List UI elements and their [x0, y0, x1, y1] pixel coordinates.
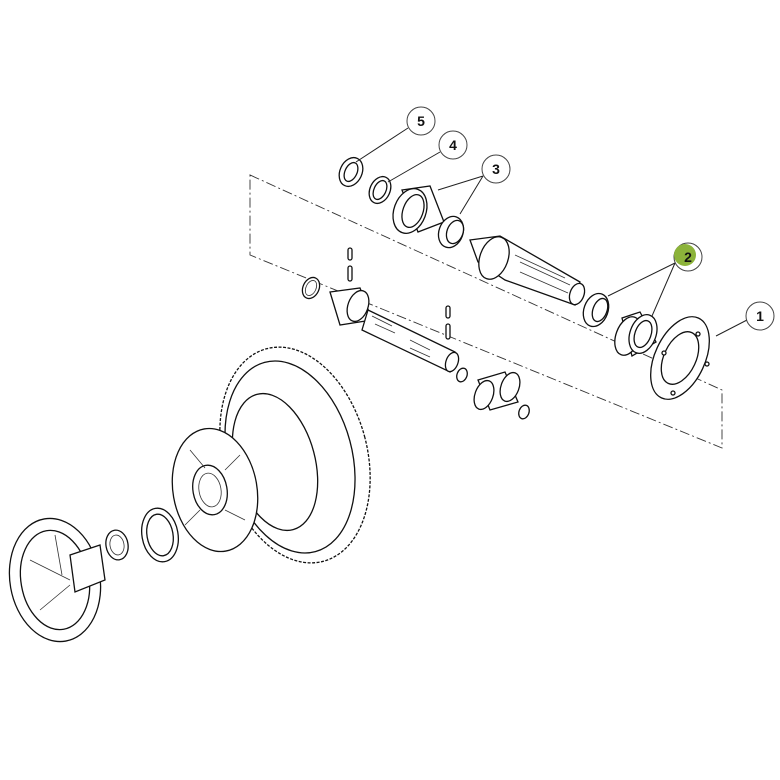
- part-1-flange[interactable]: [639, 308, 722, 409]
- svg-text:3: 3: [492, 161, 500, 177]
- input-shaft[interactable]: [329, 287, 461, 374]
- carrier-housing[interactable]: [0, 511, 110, 649]
- assembly-boundary: [249, 174, 723, 449]
- part-5-seal[interactable]: [335, 154, 368, 190]
- part-3-bearing[interactable]: [387, 184, 468, 251]
- callout-1[interactable]: 1: [745, 301, 775, 331]
- svg-text:4: 4: [449, 137, 457, 153]
- callout-4[interactable]: 4: [438, 130, 468, 160]
- hub-bearing-cup[interactable]: [138, 505, 183, 564]
- part-2-bearing[interactable]: [579, 290, 662, 359]
- callout-3[interactable]: 3: [481, 154, 511, 184]
- part-4-ring[interactable]: [365, 173, 395, 207]
- svg-text:1: 1: [756, 308, 764, 324]
- pinion-shaft[interactable]: [469, 233, 587, 307]
- leader-lines: [355, 127, 748, 337]
- coupler-sleeve[interactable]: [470, 370, 531, 420]
- roll-pins[interactable]: [347, 247, 451, 340]
- callout-5[interactable]: 5: [406, 106, 436, 136]
- svg-text:2: 2: [684, 249, 692, 265]
- hub-bearing-cone[interactable]: [104, 528, 131, 561]
- callout-2-highlighted[interactable]: 2: [673, 242, 703, 272]
- small-bushing[interactable]: [455, 367, 469, 384]
- highlight-marker: [674, 244, 696, 266]
- differential-hub[interactable]: [163, 422, 267, 559]
- circlip[interactable]: [299, 275, 323, 302]
- svg-text:5: 5: [417, 113, 425, 129]
